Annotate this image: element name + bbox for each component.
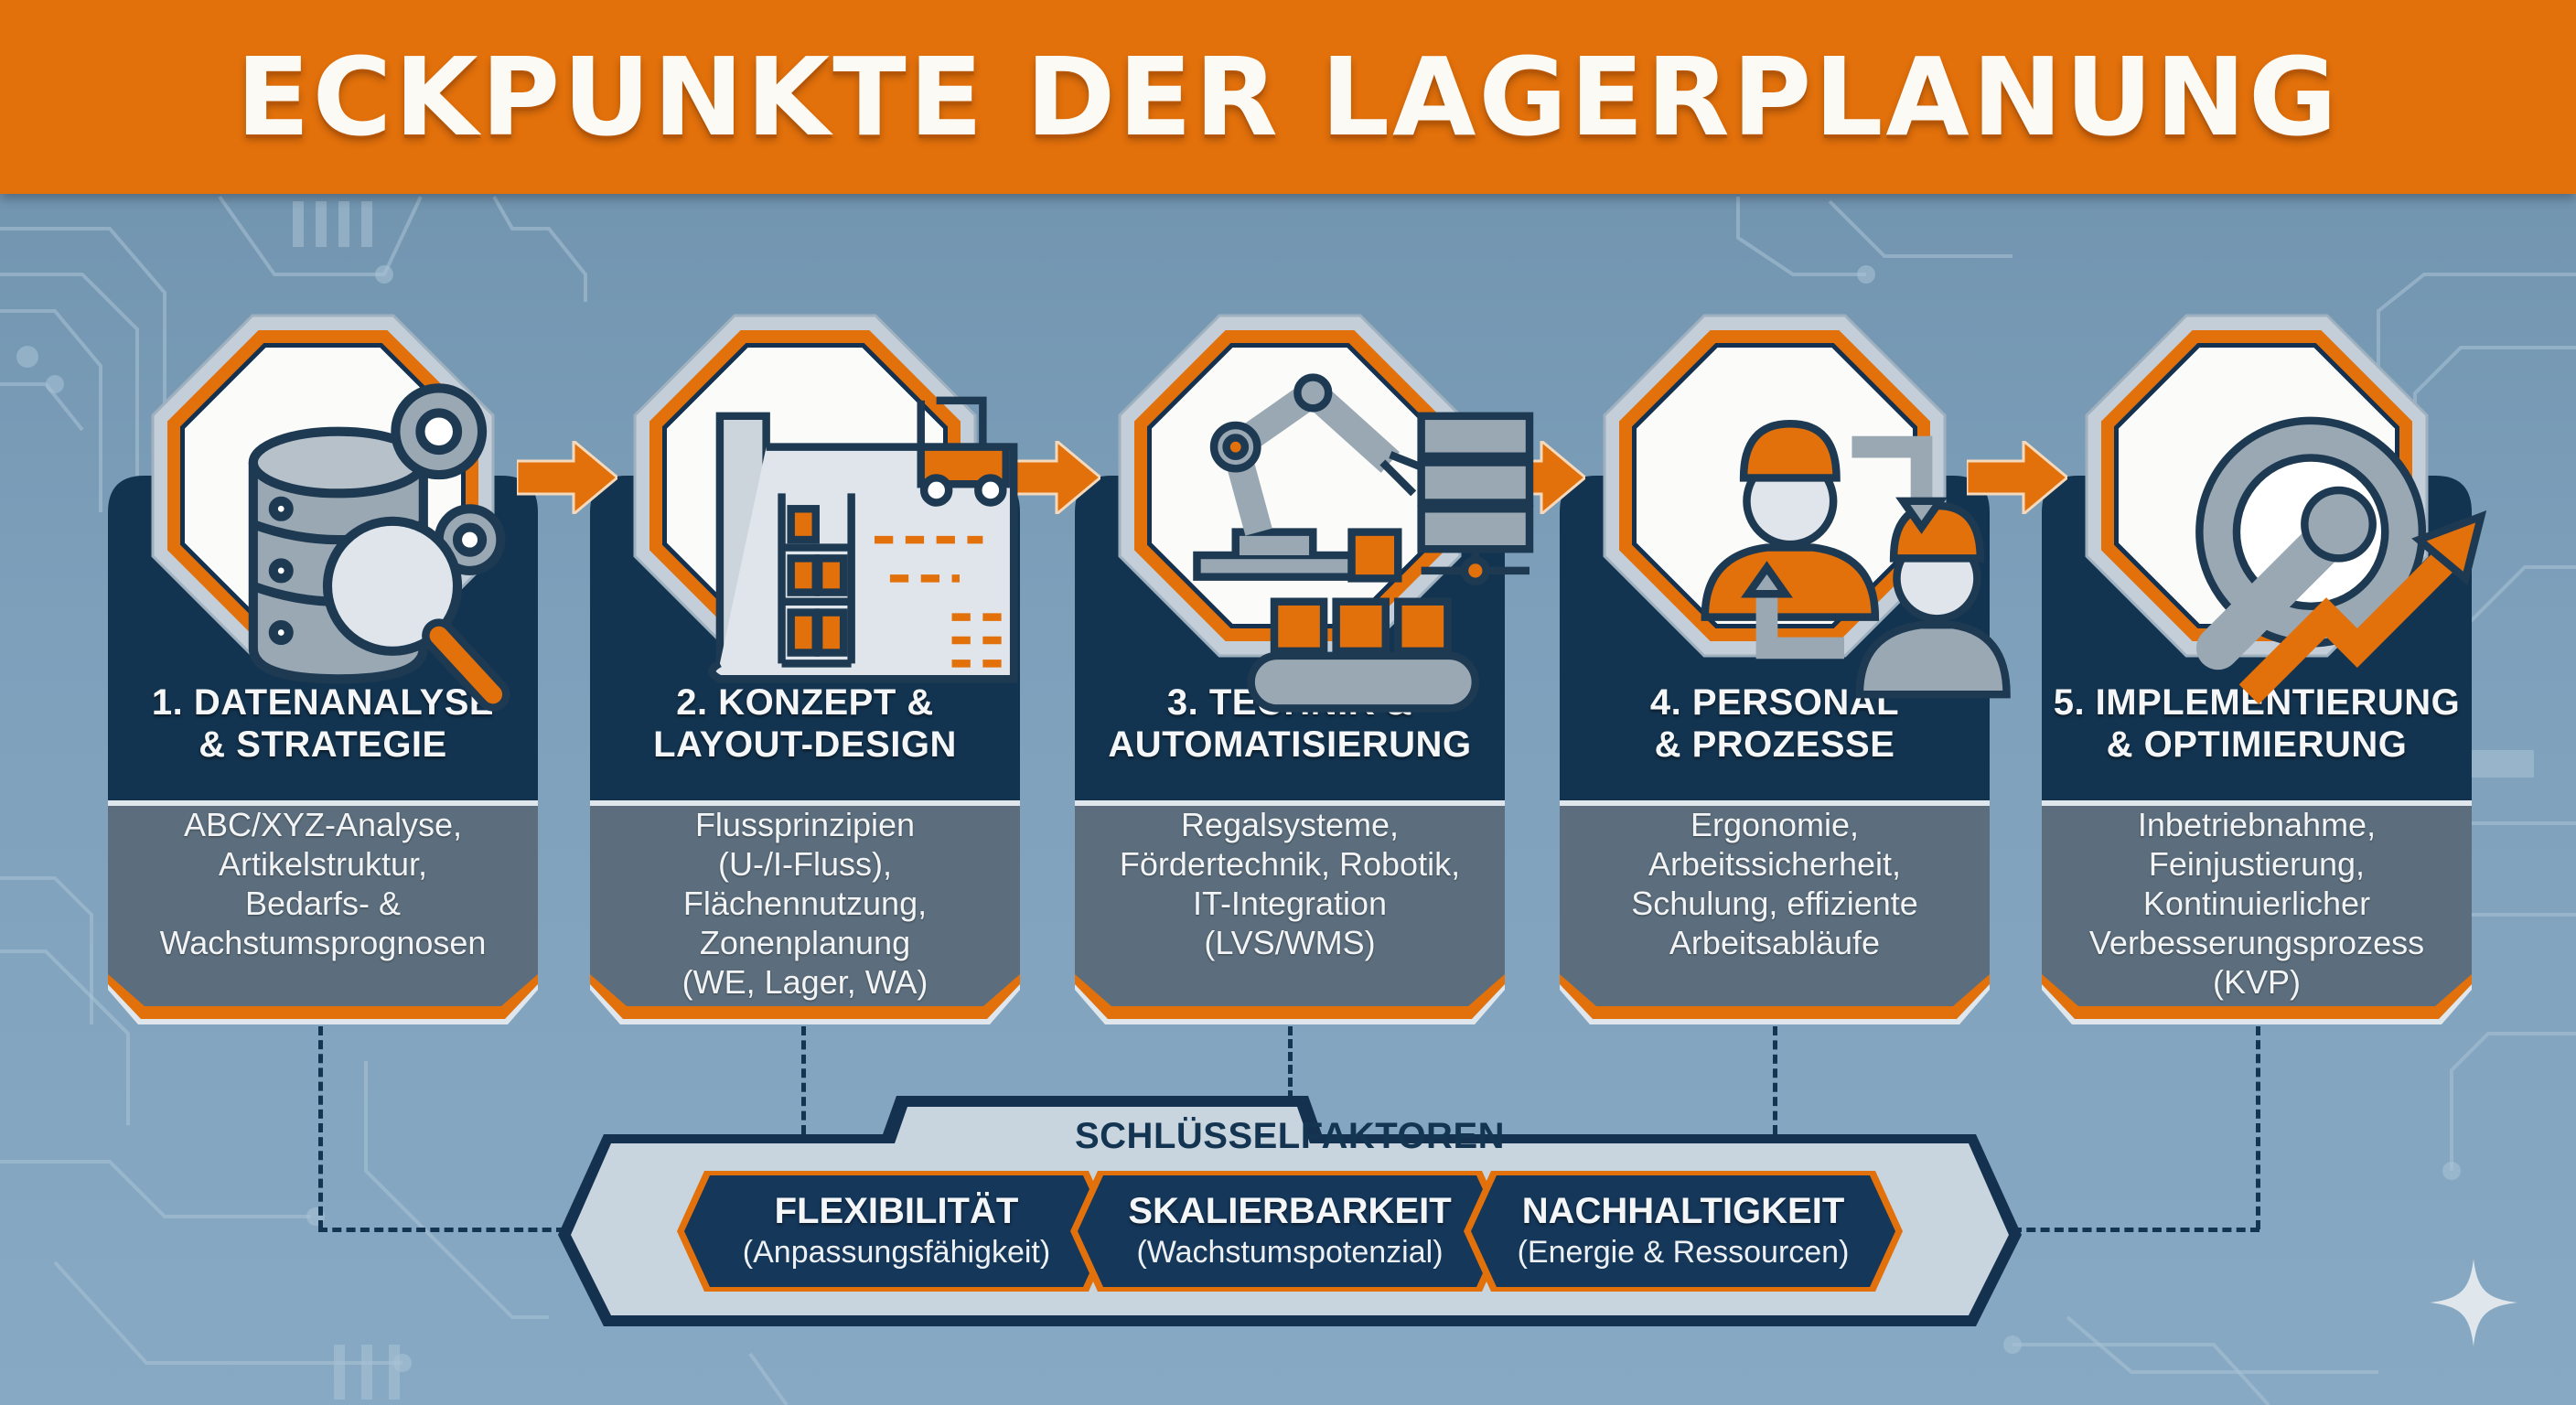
- key-factor-title: NACHHALTIGKEIT: [1521, 1191, 1845, 1231]
- step-description: ABC/XYZ-Analyse,Artikelstruktur,Bedarfs-…: [126, 805, 520, 962]
- step-description: Flussprinzipien(U-/I-Fluss),Flächennutzu…: [608, 805, 1002, 1002]
- step-description-line: Kontinuierlicher: [2142, 885, 2371, 922]
- step-description-line: Fördertechnik, Robotik,: [1119, 845, 1461, 883]
- step-title-line: AUTOMATISIERUNG: [1108, 724, 1472, 765]
- key-factor-title: SKALIERBARKEIT: [1128, 1191, 1452, 1231]
- step-description-line: Inbetriebnahme,: [2137, 806, 2377, 843]
- step-description-line: (KVP): [2212, 963, 2301, 1001]
- step-icon-badge: [1603, 314, 2011, 699]
- step-title-line: 1. DATENANALYSE: [151, 682, 495, 723]
- step-description: Inbetriebnahme,Feinjustierung,Kontinuier…: [2060, 805, 2453, 1002]
- step-description-line: Bedarfs- &: [244, 885, 402, 922]
- connector-line: [1773, 1026, 1777, 1134]
- step-description-line: Regalsysteme,: [1180, 806, 1400, 843]
- robot-arm-server-conveyor-icon: [1193, 373, 1534, 713]
- step-title-line: 2. KONZEPT &: [676, 682, 934, 723]
- key-factors-label: SCHLÜSSELFAKTOREN: [1074, 1116, 1506, 1156]
- page-title: ECKPUNKTE DER LAGERPLANUNG: [236, 34, 2340, 160]
- gear-wrench-growth-icon: [2195, 416, 2487, 704]
- step-description-line: Schulung, effiziente: [1631, 885, 1918, 922]
- step-icon-badge: [2085, 314, 2487, 704]
- step-icon-badge: [633, 314, 1018, 683]
- step-description: Ergonomie,Arbeitssicherheit,Schulung, ef…: [1578, 805, 1971, 962]
- step-description-line: Verbesserungsprozess: [2088, 924, 2425, 961]
- blueprint-forklift-shelf-icon: [708, 396, 1018, 683]
- key-factor-title: FLEXIBILITÄT: [774, 1191, 1019, 1231]
- step-description-line: Artikelstruktur,: [218, 845, 428, 883]
- step-icon-badge: [1118, 314, 1534, 713]
- step-description-line: (LVS/WMS): [1204, 924, 1376, 961]
- flow-arrow: [1967, 441, 2067, 514]
- step-description-line: Zonenplanung: [699, 924, 911, 961]
- step-title: 5. IMPLEMENTIERUNG & OPTIMIERUNG: [2042, 681, 2472, 766]
- step-title-line: & STRATEGIE: [199, 724, 447, 765]
- step-icon-badge: [151, 314, 510, 712]
- key-factor-0: FLEXIBILITÄT (Anpassungsfähigkeit): [677, 1171, 1116, 1292]
- step-description-line: Wachstumsprognosen: [159, 924, 487, 961]
- step-title: 2. KONZEPT & LAYOUT-DESIGN: [590, 681, 1020, 766]
- step-title: 4. PERSONAL & PROZESSE: [1560, 681, 1990, 766]
- step-description-line: ABC/XYZ-Analyse,: [183, 806, 463, 843]
- connector-line: [2012, 1228, 2259, 1232]
- connector-line: [801, 1026, 806, 1134]
- key-factor-subtitle: (Energie & Ressourcen): [1517, 1235, 1850, 1270]
- key-factor-2: NACHHALTIGKEIT (Energie & Ressourcen): [1464, 1171, 1903, 1292]
- step-description-line: Flächennutzung,: [682, 885, 928, 922]
- step-description-line: Arbeitsabläufe: [1669, 924, 1881, 961]
- step-title-line: & PROZESSE: [1654, 724, 1895, 765]
- key-factor-subtitle: (Anpassungsfähigkeit): [742, 1235, 1051, 1270]
- step-description-line: Ergonomie,: [1690, 806, 1860, 843]
- step-title-line: LAYOUT-DESIGN: [653, 724, 957, 765]
- step-description-line: Arbeitssicherheit,: [1648, 845, 1902, 883]
- connector-line: [318, 1228, 565, 1232]
- connector-line: [2256, 1026, 2260, 1229]
- step-description-line: Flussprinzipien: [694, 806, 916, 843]
- key-factor-1: SKALIERBARKEIT (Wachstumspotenzial): [1070, 1171, 1509, 1292]
- step-description: Regalsysteme,Fördertechnik, Robotik,IT-I…: [1093, 805, 1487, 962]
- key-factor-subtitle: (Wachstumspotenzial): [1136, 1235, 1444, 1270]
- database-magnifier-gears-icon: [248, 383, 510, 712]
- step-description-line: (U-/I-Fluss),: [718, 845, 892, 883]
- sparkle-icon: [2430, 1259, 2517, 1346]
- step-description-line: IT-Integration: [1192, 885, 1388, 922]
- step-description-line: (WE, Lager, WA): [682, 963, 928, 1001]
- key-factors-panel: SCHLÜSSELFAKTOREN FLEXIBILITÄT (Anpassun…: [549, 1079, 2031, 1335]
- connector-line: [318, 1026, 323, 1229]
- step-title-line: & OPTIMIERUNG: [2106, 724, 2408, 765]
- step-description-line: Feinjustierung,: [2148, 845, 2366, 883]
- flow-arrow: [517, 441, 617, 514]
- connector-line: [1288, 1026, 1293, 1099]
- workers-exchange-icon: [1701, 420, 2011, 699]
- header-bar: ECKPUNKTE DER LAGERPLANUNG: [0, 0, 2576, 194]
- step-title: 1. DATENANALYSE & STRATEGIE: [108, 681, 538, 766]
